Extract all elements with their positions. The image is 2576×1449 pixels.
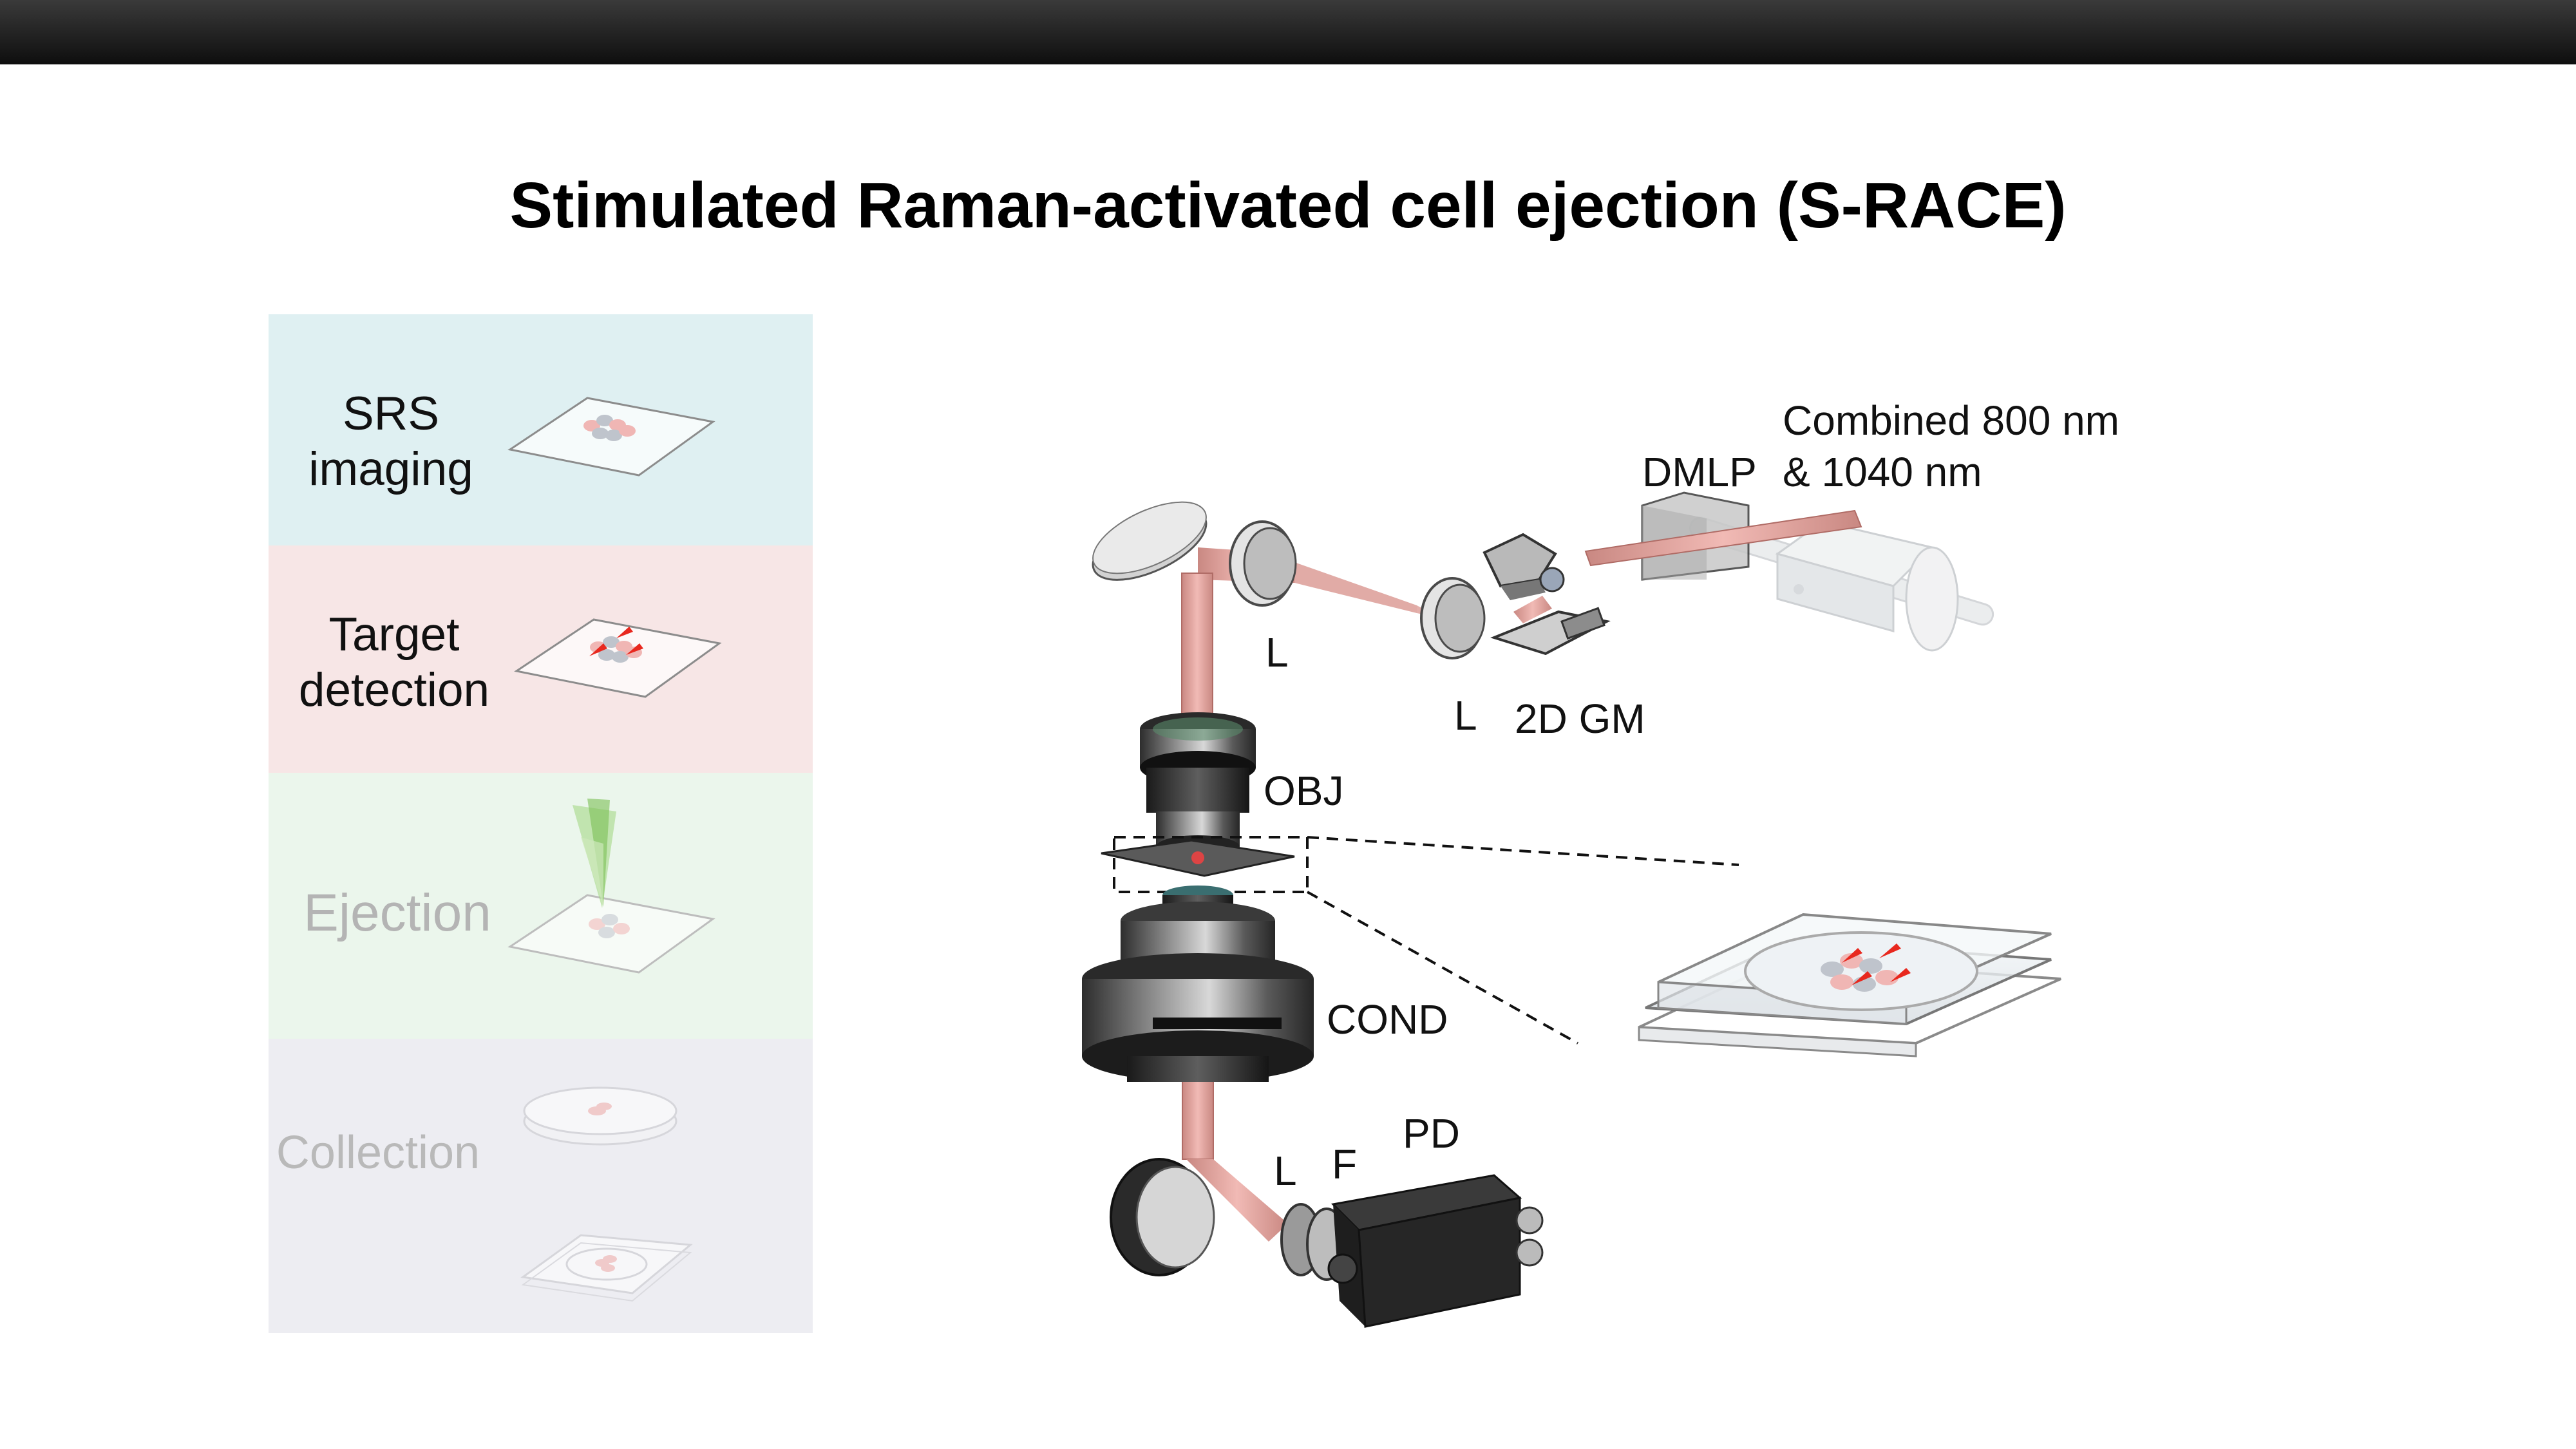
optical-setup-diagram: Combined 800 nm & 1040 nm DMLP L L 2D GM… bbox=[1082, 397, 2119, 1328]
ejection-cone-icon bbox=[573, 799, 616, 908]
stage-label-collection: Collection bbox=[276, 1127, 480, 1179]
label-dmlp: DMLP bbox=[1642, 449, 1757, 495]
galvo-mirror-unit bbox=[1482, 533, 1611, 656]
label-lens-lower: L bbox=[1274, 1148, 1297, 1194]
cell-cluster-icon bbox=[589, 914, 630, 938]
fold-mirror-top bbox=[1092, 501, 1208, 581]
stage-ejection: Ejection bbox=[269, 773, 813, 1039]
label-laser-source-line2: & 1040 nm bbox=[1783, 449, 1982, 495]
target-sample-slide-icon bbox=[514, 618, 722, 698]
objective-lens bbox=[1140, 712, 1256, 858]
laser-beam-path bbox=[1181, 509, 1862, 1242]
label-laser-source-line1: Combined 800 nm bbox=[1783, 397, 2119, 444]
target-marker-icon bbox=[1842, 943, 1911, 985]
stage-collection: Collection bbox=[269, 1039, 813, 1333]
laser-source-housing bbox=[1689, 516, 1994, 652]
sample-plate bbox=[1101, 839, 1295, 877]
collection-illustration bbox=[520, 1086, 693, 1302]
ejection-illustration bbox=[507, 799, 715, 974]
label-filter: F bbox=[1332, 1141, 1357, 1188]
top-bar bbox=[0, 0, 2576, 64]
stage-target-detection: Target detection bbox=[269, 545, 813, 773]
fold-mirror-bottom bbox=[1110, 1158, 1215, 1276]
lens-upper-left bbox=[1229, 520, 1297, 607]
slide-title: Stimulated Raman-activated cell ejection… bbox=[509, 169, 2067, 242]
label-objective: OBJ bbox=[1264, 768, 1343, 814]
cell-cluster-icon bbox=[1821, 953, 1899, 992]
stage-label-line1: SRS bbox=[342, 388, 440, 440]
srs-sample-slide-icon bbox=[507, 397, 715, 477]
zoom-indicator bbox=[1113, 836, 1739, 1045]
target-marker-icon bbox=[589, 627, 643, 656]
lens-middle bbox=[1420, 577, 1486, 659]
stage-label-srs-imaging: SRS imaging bbox=[288, 386, 494, 497]
label-photodiode: PD bbox=[1403, 1110, 1460, 1157]
label-lens-upper: L bbox=[1265, 629, 1289, 676]
petri-dish-icon bbox=[523, 1086, 677, 1146]
condenser bbox=[1082, 886, 1314, 1082]
label-condenser: COND bbox=[1327, 996, 1448, 1043]
stage-label-target-detection: Target detection bbox=[281, 607, 507, 718]
stage-label-line2: imaging bbox=[308, 443, 473, 496]
stage-label-ejection: Ejection bbox=[303, 884, 491, 942]
stage-srs-imaging: SRS imaging bbox=[269, 314, 813, 545]
label-galvo: 2D GM bbox=[1515, 696, 1645, 742]
stage-label-line1: Target bbox=[328, 609, 460, 661]
chip-device-icon bbox=[520, 1234, 693, 1302]
sample-chip-inset bbox=[1638, 913, 2061, 1057]
cell-cluster-icon bbox=[583, 415, 636, 441]
photodiode-detector bbox=[1327, 1174, 1544, 1328]
label-lens-middle: L bbox=[1454, 692, 1477, 739]
stage-label-line2: detection bbox=[298, 664, 490, 717]
